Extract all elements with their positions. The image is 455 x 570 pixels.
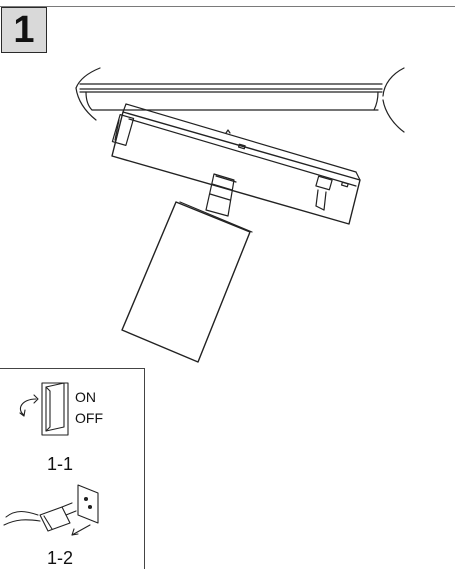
rotate-arrow-icon [19,394,39,417]
track-adapter-body [111,103,361,225]
rocker-switch-icon [41,382,69,436]
step-1-1-label: 1-1 [47,454,74,474]
switch-off-label: OFF [75,410,103,426]
power-instructions-panel: ON OFF 1-1 1-2 [0,368,145,569]
ceiling-track [75,67,405,133]
swivel-neck [205,173,237,217]
spotlight-head [121,201,253,363]
switch-on-label: ON [75,389,96,405]
step-1-2-label: 1-2 [47,548,74,568]
step-number-badge: 1 [1,7,47,53]
unplug-icon [3,484,99,536]
top-rule [0,6,455,7]
step-number: 1 [13,9,35,51]
